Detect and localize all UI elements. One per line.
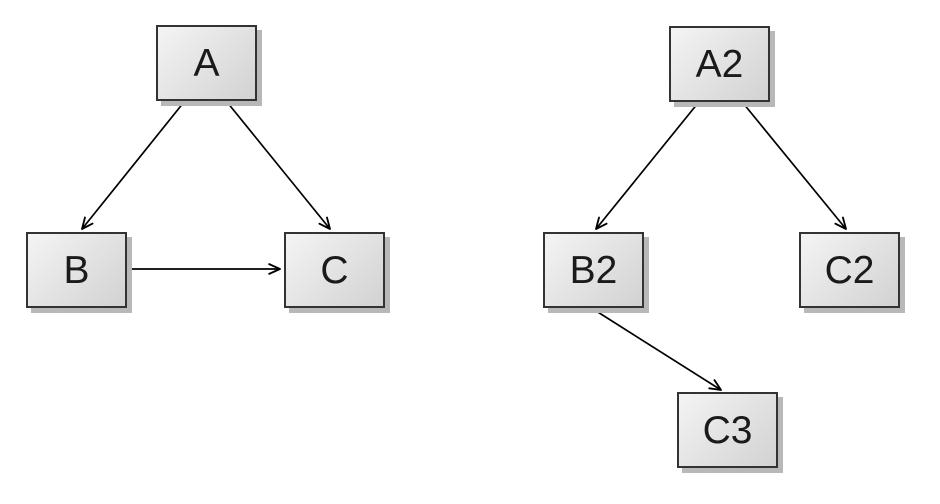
edge-A-to-C [226,101,331,230]
edge-A2-to-C2 [742,102,847,230]
node-label-A: A [193,41,220,85]
node-label-C2: C2 [824,248,875,292]
node-B2: B2 [543,232,644,308]
node-A: A [156,25,257,101]
edge-A2-to-B2 [595,102,699,230]
node-label-C: C [320,248,349,292]
node-label-B2: B2 [569,248,618,292]
node-label-A2: A2 [695,42,744,86]
edge-A-to-B [81,101,185,230]
node-label-B: B [63,248,90,292]
node-C: C [284,232,385,308]
node-B: B [26,232,127,308]
edge-B2-to-C3 [592,308,722,391]
node-A2: A2 [669,26,770,102]
node-C2: C2 [799,232,900,308]
node-label-C3: C3 [702,408,753,452]
node-C3: C3 [677,392,778,468]
